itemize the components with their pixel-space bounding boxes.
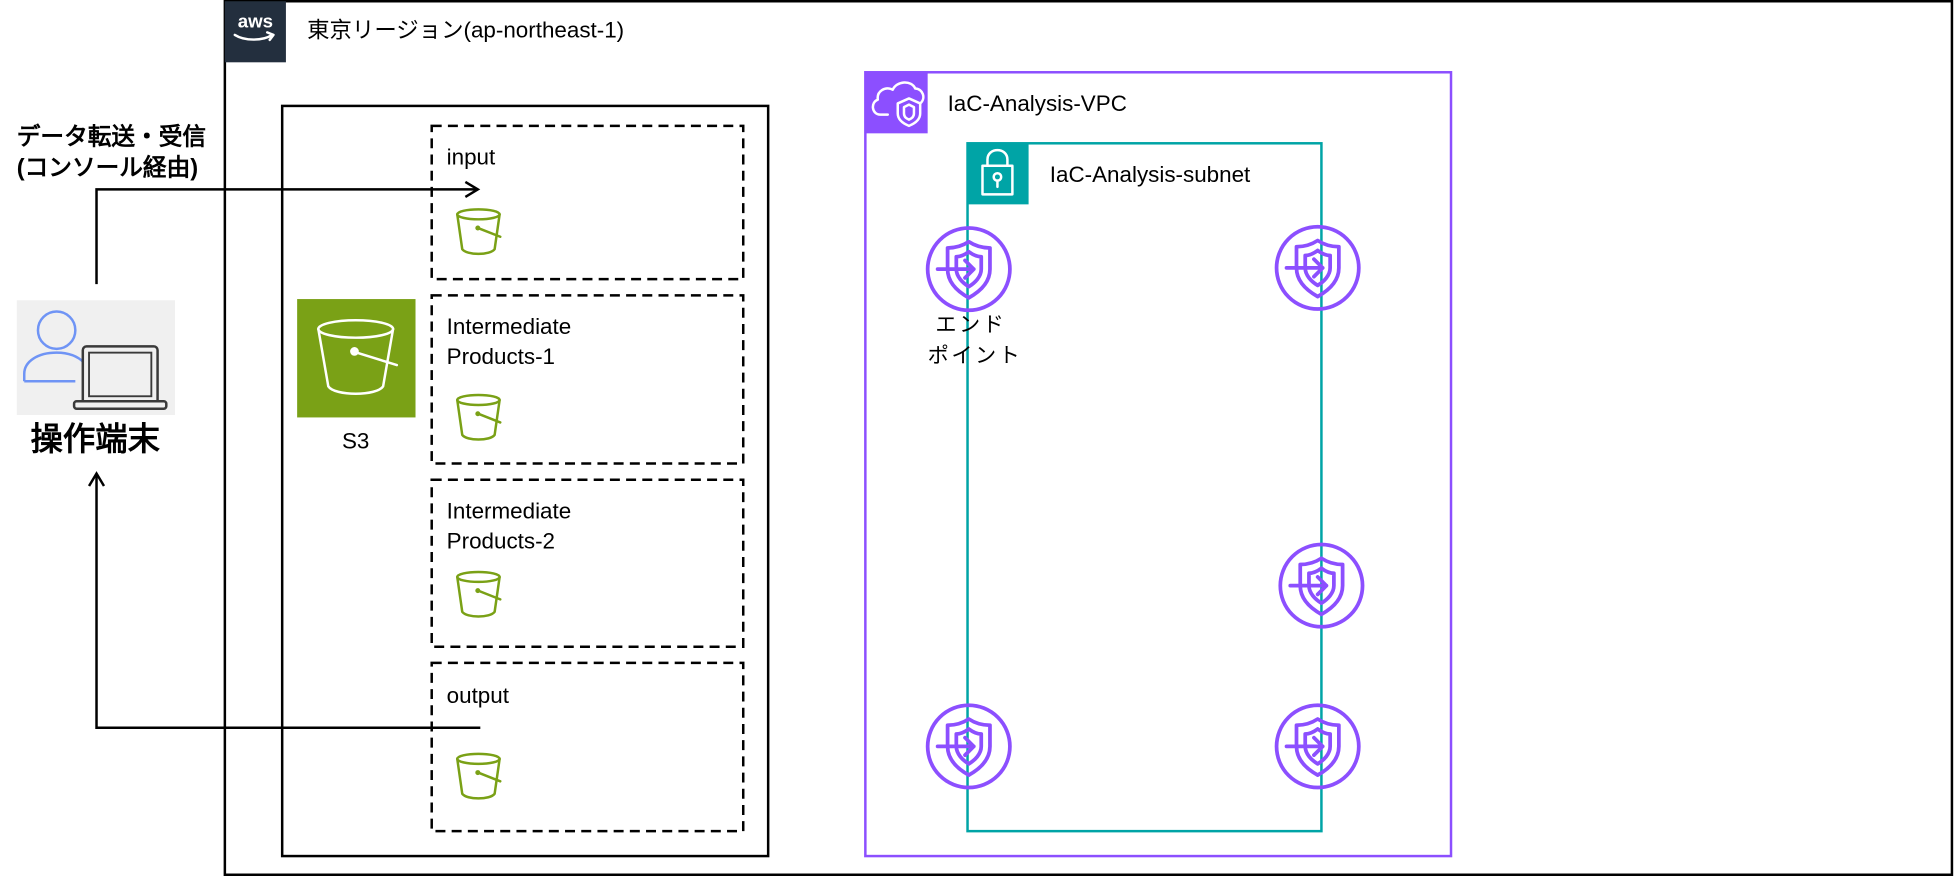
bucket-intermediate-1-label-line-2: Products-1 bbox=[447, 344, 555, 369]
vpc-border bbox=[864, 71, 1453, 858]
subnet-label: IaC-Analysis-subnet bbox=[1050, 162, 1251, 187]
aws-logo-smile bbox=[233, 31, 275, 42]
region-label: 東京リージョン(ap-northeast-1) bbox=[307, 17, 624, 42]
bucket-icon bbox=[456, 393, 502, 441]
vpc-endpoint-icon bbox=[1278, 542, 1365, 629]
bucket-intermediate-1: Intermediate Products-1 bbox=[430, 294, 745, 465]
s3-label: S3 bbox=[342, 429, 369, 454]
vpc-shield bbox=[896, 97, 922, 128]
vpc-endpoint-icon bbox=[925, 703, 1012, 790]
lock-shackle bbox=[986, 148, 1009, 167]
upload-arrowhead bbox=[464, 180, 481, 198]
s3-bucket-body bbox=[317, 327, 395, 395]
bucket-intermediate-2: Intermediate Products-2 bbox=[430, 478, 745, 648]
bucket-intermediate-2-label-line-2: Products-2 bbox=[447, 528, 555, 553]
upload-arrow-line bbox=[95, 188, 478, 285]
vpc-shield-inner bbox=[902, 103, 916, 121]
s3-group: S3 input Intermediate Products-1 Interme… bbox=[280, 104, 770, 858]
vpc-cloud bbox=[871, 81, 925, 116]
vpc-endpoint-icon bbox=[1274, 703, 1361, 790]
s3-bucket-icon bbox=[297, 299, 416, 418]
endpoint-label-line-1: エンド bbox=[935, 313, 1006, 336]
subnet-group: IaC-Analysis-subnet bbox=[966, 142, 1323, 833]
bucket-output-label: output bbox=[447, 683, 510, 708]
bucket-icon bbox=[456, 752, 502, 800]
aws-logo-icon: aws bbox=[224, 1, 286, 63]
subnet-border bbox=[966, 142, 1323, 833]
data-flow-arrows bbox=[87, 180, 481, 729]
bucket-output: output bbox=[430, 661, 745, 833]
aws-logo-text: aws bbox=[238, 10, 273, 31]
bucket-input-label: input bbox=[447, 144, 496, 169]
user-laptop-icon bbox=[16, 300, 176, 415]
bucket-intermediate-1-label-line-1: Intermediate bbox=[447, 314, 572, 339]
bucket-input-border bbox=[430, 124, 745, 281]
download-arrowhead bbox=[87, 471, 106, 487]
bucket-intermediate-2-label-line-1: Intermediate bbox=[447, 498, 572, 523]
vpc-endpoint-icon bbox=[1274, 224, 1361, 311]
flow-label-line-2: (コンソール経由) bbox=[17, 154, 198, 182]
vpc-endpoint-icon bbox=[925, 226, 1012, 313]
vpc-group: IaC-Analysis-VPC bbox=[864, 71, 1453, 858]
laptop-base bbox=[72, 399, 168, 410]
aws-region-group: aws 東京リージョン(ap-northeast-1) bbox=[223, 0, 1954, 876]
lock-icon bbox=[967, 143, 1029, 205]
bucket-icon bbox=[456, 570, 502, 618]
vpc-label: IaC-Analysis-VPC bbox=[948, 91, 1127, 116]
bucket-input: input bbox=[430, 124, 745, 281]
s3-bucket-handle-pin bbox=[350, 347, 359, 356]
s3-group-border bbox=[280, 104, 770, 858]
s3-icon-background bbox=[297, 299, 416, 418]
user-head bbox=[36, 310, 77, 351]
bucket-intermediate-1-border bbox=[430, 294, 745, 465]
client-terminal-group: 操作端末 データ転送・受信 (コンソール経由) bbox=[16, 123, 206, 457]
endpoint-label-line-2: ポイント bbox=[928, 344, 1023, 368]
aws-logo-background bbox=[224, 1, 286, 63]
flow-label-line-1: データ転送・受信 bbox=[17, 123, 206, 151]
bucket-icon bbox=[456, 208, 502, 256]
laptop-screen bbox=[81, 345, 159, 405]
aws-region-border bbox=[223, 0, 1954, 876]
s3-bucket-handle bbox=[355, 351, 399, 367]
bucket-intermediate-2-border bbox=[430, 478, 745, 648]
client-label: 操作端末 bbox=[31, 421, 161, 457]
user-body bbox=[22, 351, 85, 383]
laptop-display bbox=[88, 351, 153, 398]
bucket-output-border bbox=[430, 661, 745, 833]
vpc-endpoints: エンド ポイント bbox=[925, 224, 1365, 790]
download-arrow-line bbox=[95, 473, 481, 729]
endpoint-label: エンド ポイント bbox=[928, 313, 1023, 367]
vpc-cloud-shield-icon bbox=[865, 72, 928, 134]
lock-body bbox=[981, 164, 1014, 196]
